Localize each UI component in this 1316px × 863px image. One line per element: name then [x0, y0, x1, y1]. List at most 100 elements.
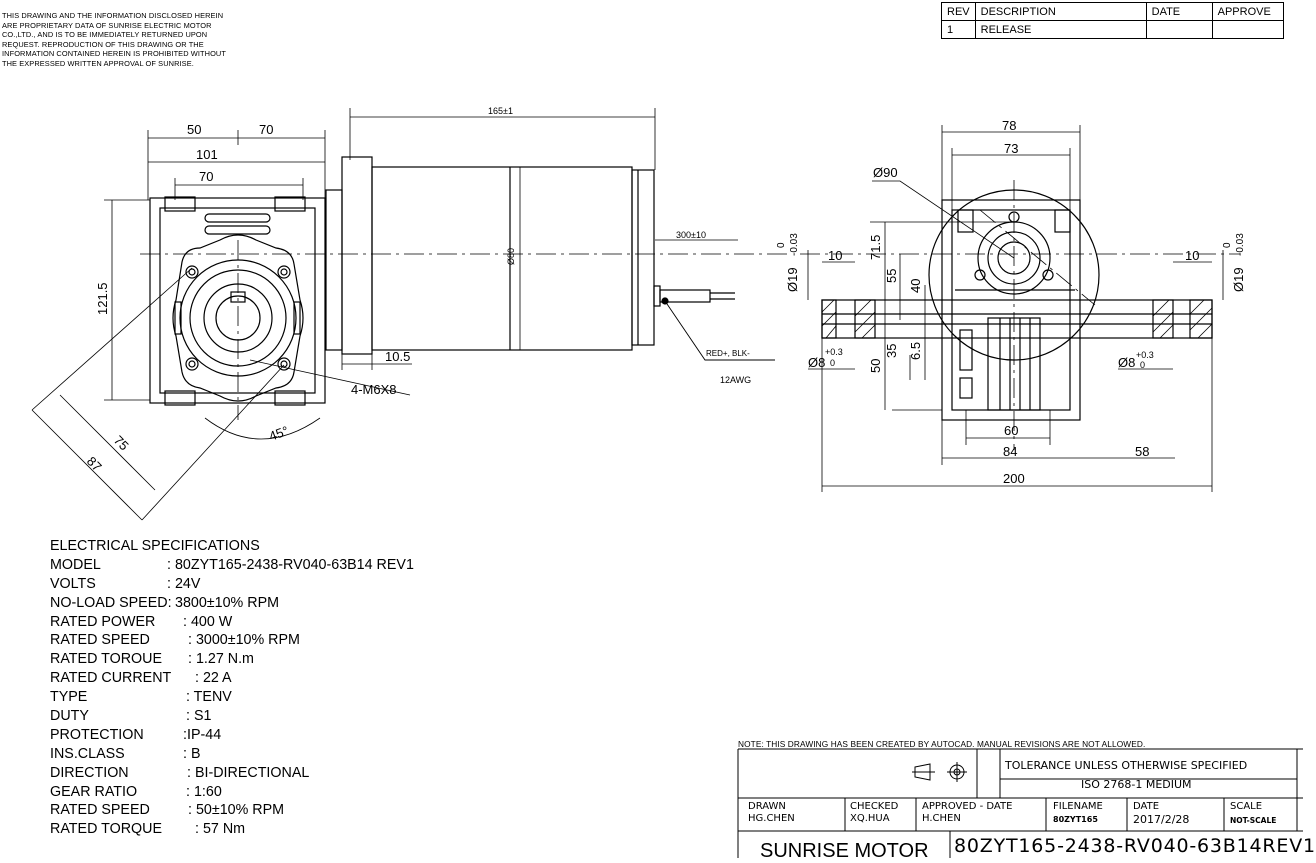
- side-centerlines: [800, 180, 1240, 450]
- spec-label: PROTECTION: [50, 726, 144, 743]
- side-view: [821, 189, 1213, 421]
- tol-19-left-lower: -0.03: [789, 233, 800, 256]
- spec-label: RATED CURRENT: [50, 670, 172, 687]
- dim-71-5: 71.5: [868, 235, 883, 260]
- approved-value: H.CHEN: [922, 813, 961, 824]
- spec-value: : 80ZYT165-2438-RV040-63B14 REV1: [167, 556, 414, 573]
- front-centerlines: [140, 240, 790, 420]
- dim-45-deg: 45°: [267, 423, 291, 444]
- spec-value: : 1.27 N.m: [188, 651, 254, 668]
- tolerance-line-2: ISO 2768-1 MEDIUM: [1081, 778, 1192, 791]
- approve-header: APPROVE: [1211, 2, 1284, 21]
- spec-value: : 57 Nm: [195, 821, 246, 838]
- spec-value: : TENV: [186, 689, 232, 706]
- dim-50: 50: [187, 122, 201, 137]
- drawn-label: DRAWN: [748, 801, 786, 812]
- spec-value: : 50±10% RPM: [188, 802, 285, 819]
- tol-19-left-upper: 0: [776, 242, 787, 248]
- spec-label: DIRECTION: [50, 764, 129, 781]
- notice-line: INFORMATION CONTAINED HEREIN IS PROHIBIT…: [2, 49, 226, 59]
- date-label: DATE: [1133, 801, 1160, 812]
- dim-73: 73: [1004, 141, 1018, 156]
- dim-6-5: 6.5: [908, 342, 923, 360]
- spec-value: : 24V: [167, 575, 201, 592]
- dim-10-left: 10: [828, 248, 842, 263]
- scale-value: NOT-SCALE: [1230, 816, 1277, 825]
- revision-row: 1 RELEASE: [941, 20, 1284, 39]
- description-header: DESCRIPTION: [974, 2, 1147, 21]
- notice-line: REQUEST. REPRODUCTION OF THIS DRAWING OR…: [2, 39, 204, 49]
- part-number: 80ZYT165-2438-RV040-63B14REV1: [954, 835, 1316, 857]
- spec-value: :IP-44: [183, 726, 222, 743]
- title-block-grid: [737, 748, 1303, 858]
- approved-label: APPROVED - DATE: [922, 801, 1013, 812]
- spec-value: : S1: [186, 708, 212, 725]
- checked-value: XQ.HUA: [850, 813, 890, 824]
- autocad-note: NOTE: THIS DRAWING HAS BEEN CREATED BY A…: [738, 739, 1146, 749]
- dim-10-5: 10.5: [385, 349, 410, 364]
- spec-label: DUTY: [50, 708, 89, 725]
- dim-58: 58: [1135, 444, 1149, 459]
- revision-header-row: REV DESCRIPTION DATE APPROVE: [941, 2, 1284, 21]
- dim-78: 78: [1002, 118, 1016, 133]
- dim-40: 40: [908, 279, 923, 293]
- spec-label: NO-LOAD SPEED:: [50, 594, 172, 611]
- drawn-value: HG.CHEN: [748, 813, 795, 824]
- wire-gauge-label: 12AWG: [720, 375, 751, 385]
- dim-84: 84: [1003, 444, 1017, 459]
- spec-label: MODEL: [50, 556, 101, 573]
- date-value: 2017/2/28: [1133, 813, 1190, 826]
- tol-8-left-upper: +0.3: [825, 347, 843, 357]
- proprietary-notice: THIS DRAWING AND THE INFORMATION DISCLOS…: [2, 11, 312, 69]
- spec-label: RATED SPEED: [50, 632, 150, 649]
- front-dimension-labels: 50 70 101 70 165±1 121.5 Ø80 300±10 10.5…: [84, 106, 751, 474]
- dim-4-m6x8: 4-M6X8: [351, 382, 397, 397]
- dim-165: 165±1: [488, 106, 513, 116]
- spec-value: 3800±10% RPM: [175, 594, 280, 611]
- revision-table: REV DESCRIPTION DATE APPROVE 1 RELEASE: [941, 2, 1284, 39]
- filename-label: FILENAME: [1053, 801, 1103, 812]
- dim-70: 70: [259, 122, 273, 137]
- wire-color-label: RED+, BLK-: [706, 349, 750, 358]
- spec-value: : B: [183, 745, 201, 762]
- approve-cell: [1211, 20, 1284, 39]
- notice-line: CO.,LTD., AND IS TO BE IMMEDIATELY RETUR…: [2, 30, 208, 40]
- notice-line: THIS DRAWING AND THE INFORMATION DISCLOS…: [2, 11, 224, 20]
- dim-50-side: 50: [868, 359, 883, 373]
- tolerance-line-1: TOLERANCE UNLESS OTHERWISE SPECIFIED: [1005, 759, 1248, 772]
- front-dimension-lines: [31, 108, 738, 521]
- dim-70-inner: 70: [199, 169, 213, 184]
- dim-10-right: 10: [1185, 248, 1199, 263]
- notice-line: THE EXPRESSED WRITTEN APPROVAL OF SUNRIS…: [2, 58, 194, 68]
- dim-200: 200: [1003, 471, 1025, 486]
- spec-label: TYPE: [50, 689, 88, 706]
- tol-19-right-lower: -0.03: [1235, 233, 1246, 256]
- side-dimension-lines: [807, 125, 1224, 492]
- dim-35: 35: [884, 344, 899, 358]
- dim-8-left: Ø8: [808, 355, 825, 370]
- specs-title-text: ELECTRICAL SPECIFICATIONS: [50, 538, 260, 554]
- dim-75: 75: [111, 433, 132, 454]
- dim-80: Ø80: [506, 248, 516, 265]
- spec-value: : 22 A: [195, 670, 232, 687]
- dim-8-right: Ø8: [1118, 355, 1135, 370]
- projection-symbol-icon: [912, 762, 967, 782]
- tol-8-left-lower: 0: [830, 358, 835, 368]
- tol-8-right-lower: 0: [1140, 360, 1145, 370]
- spec-label: GEAR RATIO: [50, 783, 138, 800]
- scale-label: SCALE: [1230, 801, 1263, 812]
- filename-value: 80ZYT165: [1053, 815, 1098, 824]
- side-hatching: [821, 299, 1213, 339]
- dim-87: 87: [84, 454, 105, 475]
- dim-90: Ø90: [873, 165, 898, 180]
- spec-label: VOLTS: [50, 575, 96, 592]
- dim-101: 101: [196, 147, 218, 162]
- spec-label: RATED SPEED: [50, 802, 150, 819]
- dim-121-5: 121.5: [95, 282, 110, 315]
- dim-19-right: Ø19: [1231, 267, 1246, 292]
- notice-line: ARE PROPRIETARY DATA OF SUNRISE ELECTRIC…: [2, 20, 212, 30]
- dim-60: 60: [1004, 423, 1018, 438]
- front-view: [149, 156, 775, 406]
- spec-label: RATED POWER: [50, 613, 156, 630]
- dim-55: 55: [884, 269, 899, 283]
